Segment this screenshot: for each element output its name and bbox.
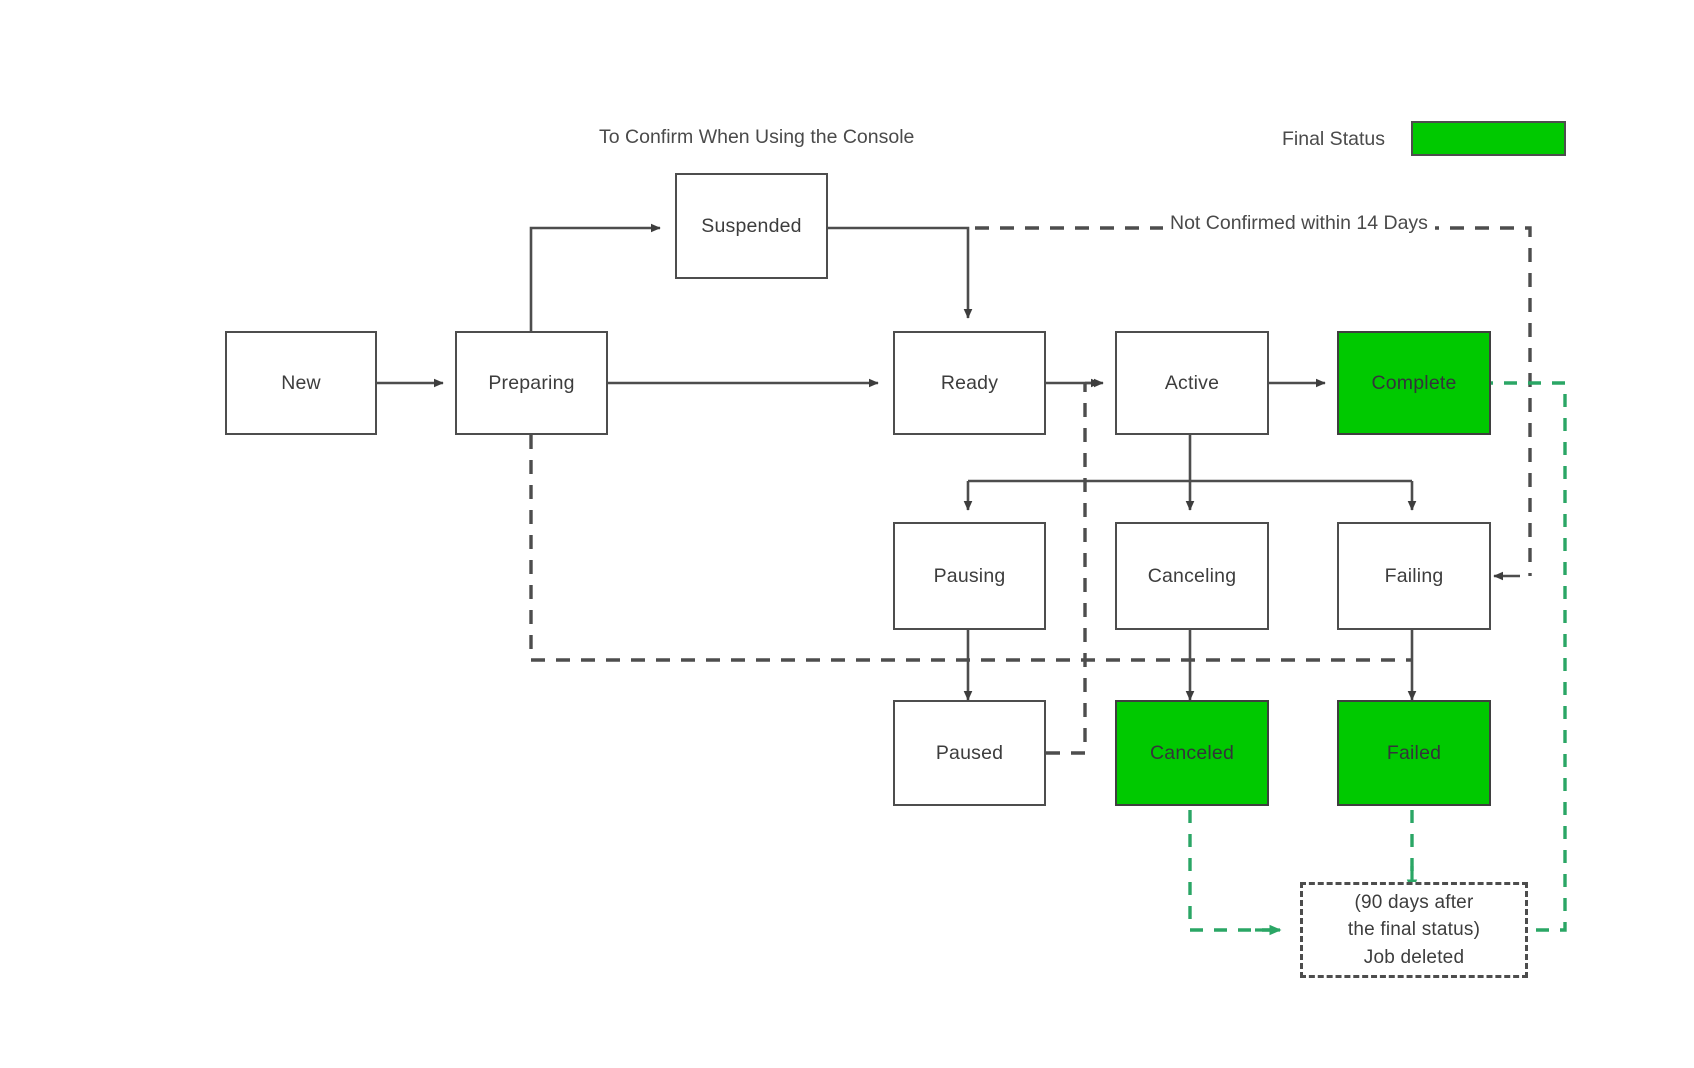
state-node-failing[interactable]: Failing	[1337, 522, 1491, 630]
job-deleted-note: (90 days after the final status) Job del…	[1300, 882, 1528, 978]
state-node-active[interactable]: Active	[1115, 331, 1269, 435]
legend-swatch-final-status	[1411, 121, 1566, 156]
state-label-preparing: Preparing	[488, 371, 575, 394]
job-deleted-line-1: (90 days after	[1354, 891, 1474, 913]
state-label-failed: Failed	[1386, 741, 1442, 764]
state-node-pausing[interactable]: Pausing	[893, 522, 1046, 630]
state-label-new: New	[281, 371, 321, 394]
state-node-suspended[interactable]: Suspended	[675, 173, 828, 279]
state-node-new[interactable]: New	[225, 331, 377, 435]
dashed-transitions	[529, 226, 1532, 755]
state-label-complete: Complete	[1371, 371, 1457, 394]
state-node-failed[interactable]: Failed	[1337, 700, 1491, 806]
job-deleted-line-2: the final status)	[1347, 919, 1481, 941]
state-label-canceled: Canceled	[1150, 741, 1234, 764]
state-label-ready: Ready	[940, 371, 999, 394]
state-node-complete[interactable]: Complete	[1337, 331, 1491, 435]
state-label-suspended: Suspended	[701, 214, 802, 237]
state-node-paused[interactable]: Paused	[893, 700, 1046, 806]
state-node-preparing[interactable]: Preparing	[455, 331, 608, 435]
state-label-active: Active	[1164, 371, 1220, 394]
deletion-transitions	[1188, 381, 1567, 932]
console-confirm-caption: To Confirm When Using the Console	[599, 126, 915, 148]
job-deleted-line-3: Job deleted	[1363, 946, 1465, 968]
state-label-canceling: Canceling	[1147, 564, 1237, 587]
legend-label-final-status: Final Status	[1282, 128, 1385, 150]
state-label-pausing: Pausing	[933, 564, 1006, 587]
state-node-ready[interactable]: Ready	[893, 331, 1046, 435]
state-label-paused: Paused	[935, 741, 1004, 764]
edge-label-not-confirmed: Not Confirmed within 14 Days	[1163, 212, 1435, 235]
state-node-canceled[interactable]: Canceled	[1115, 700, 1269, 806]
state-node-canceling[interactable]: Canceling	[1115, 522, 1269, 630]
state-label-failing: Failing	[1384, 564, 1444, 587]
